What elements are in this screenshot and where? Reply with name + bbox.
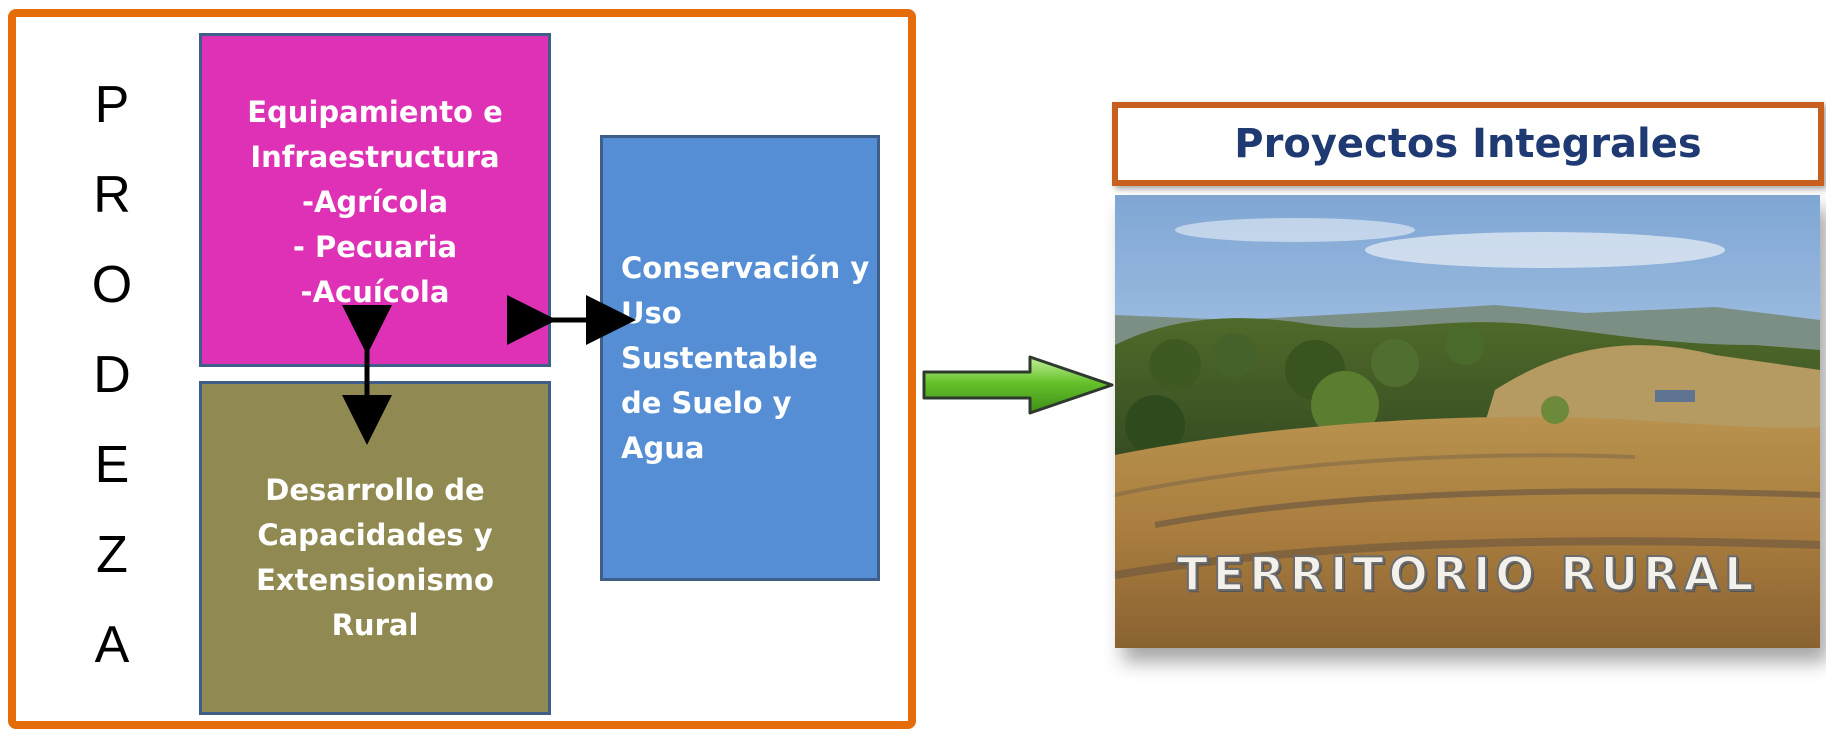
prodeza-vertical-title: P R O D E Z A: [72, 60, 152, 690]
conservacion-text: Conservación y Uso Sustentable de Suelo …: [621, 250, 870, 465]
title-letter: Z: [96, 526, 128, 584]
territorio-rural-photo: TERRITORIO RURAL: [1115, 195, 1820, 648]
proyectos-integrales-title: Proyectos Integrales: [1112, 102, 1824, 186]
green-right-arrow-icon: [922, 355, 1114, 415]
title-letter: R: [93, 166, 131, 224]
title-letter: E: [94, 436, 130, 494]
title-letter: D: [93, 346, 131, 404]
photo-caption: TERRITORIO RURAL: [1175, 546, 1759, 602]
equipamiento-text: Equipamiento e Infraestructura -Agrícola…: [247, 95, 503, 309]
title-letter: A: [94, 616, 130, 674]
conservacion-box: Conservación y Uso Sustentable de Suelo …: [600, 135, 880, 581]
title-letter: O: [91, 256, 133, 314]
desarrollo-text: Desarrollo de Capacidades y Extensionism…: [256, 473, 494, 642]
title-letter: P: [94, 76, 130, 134]
